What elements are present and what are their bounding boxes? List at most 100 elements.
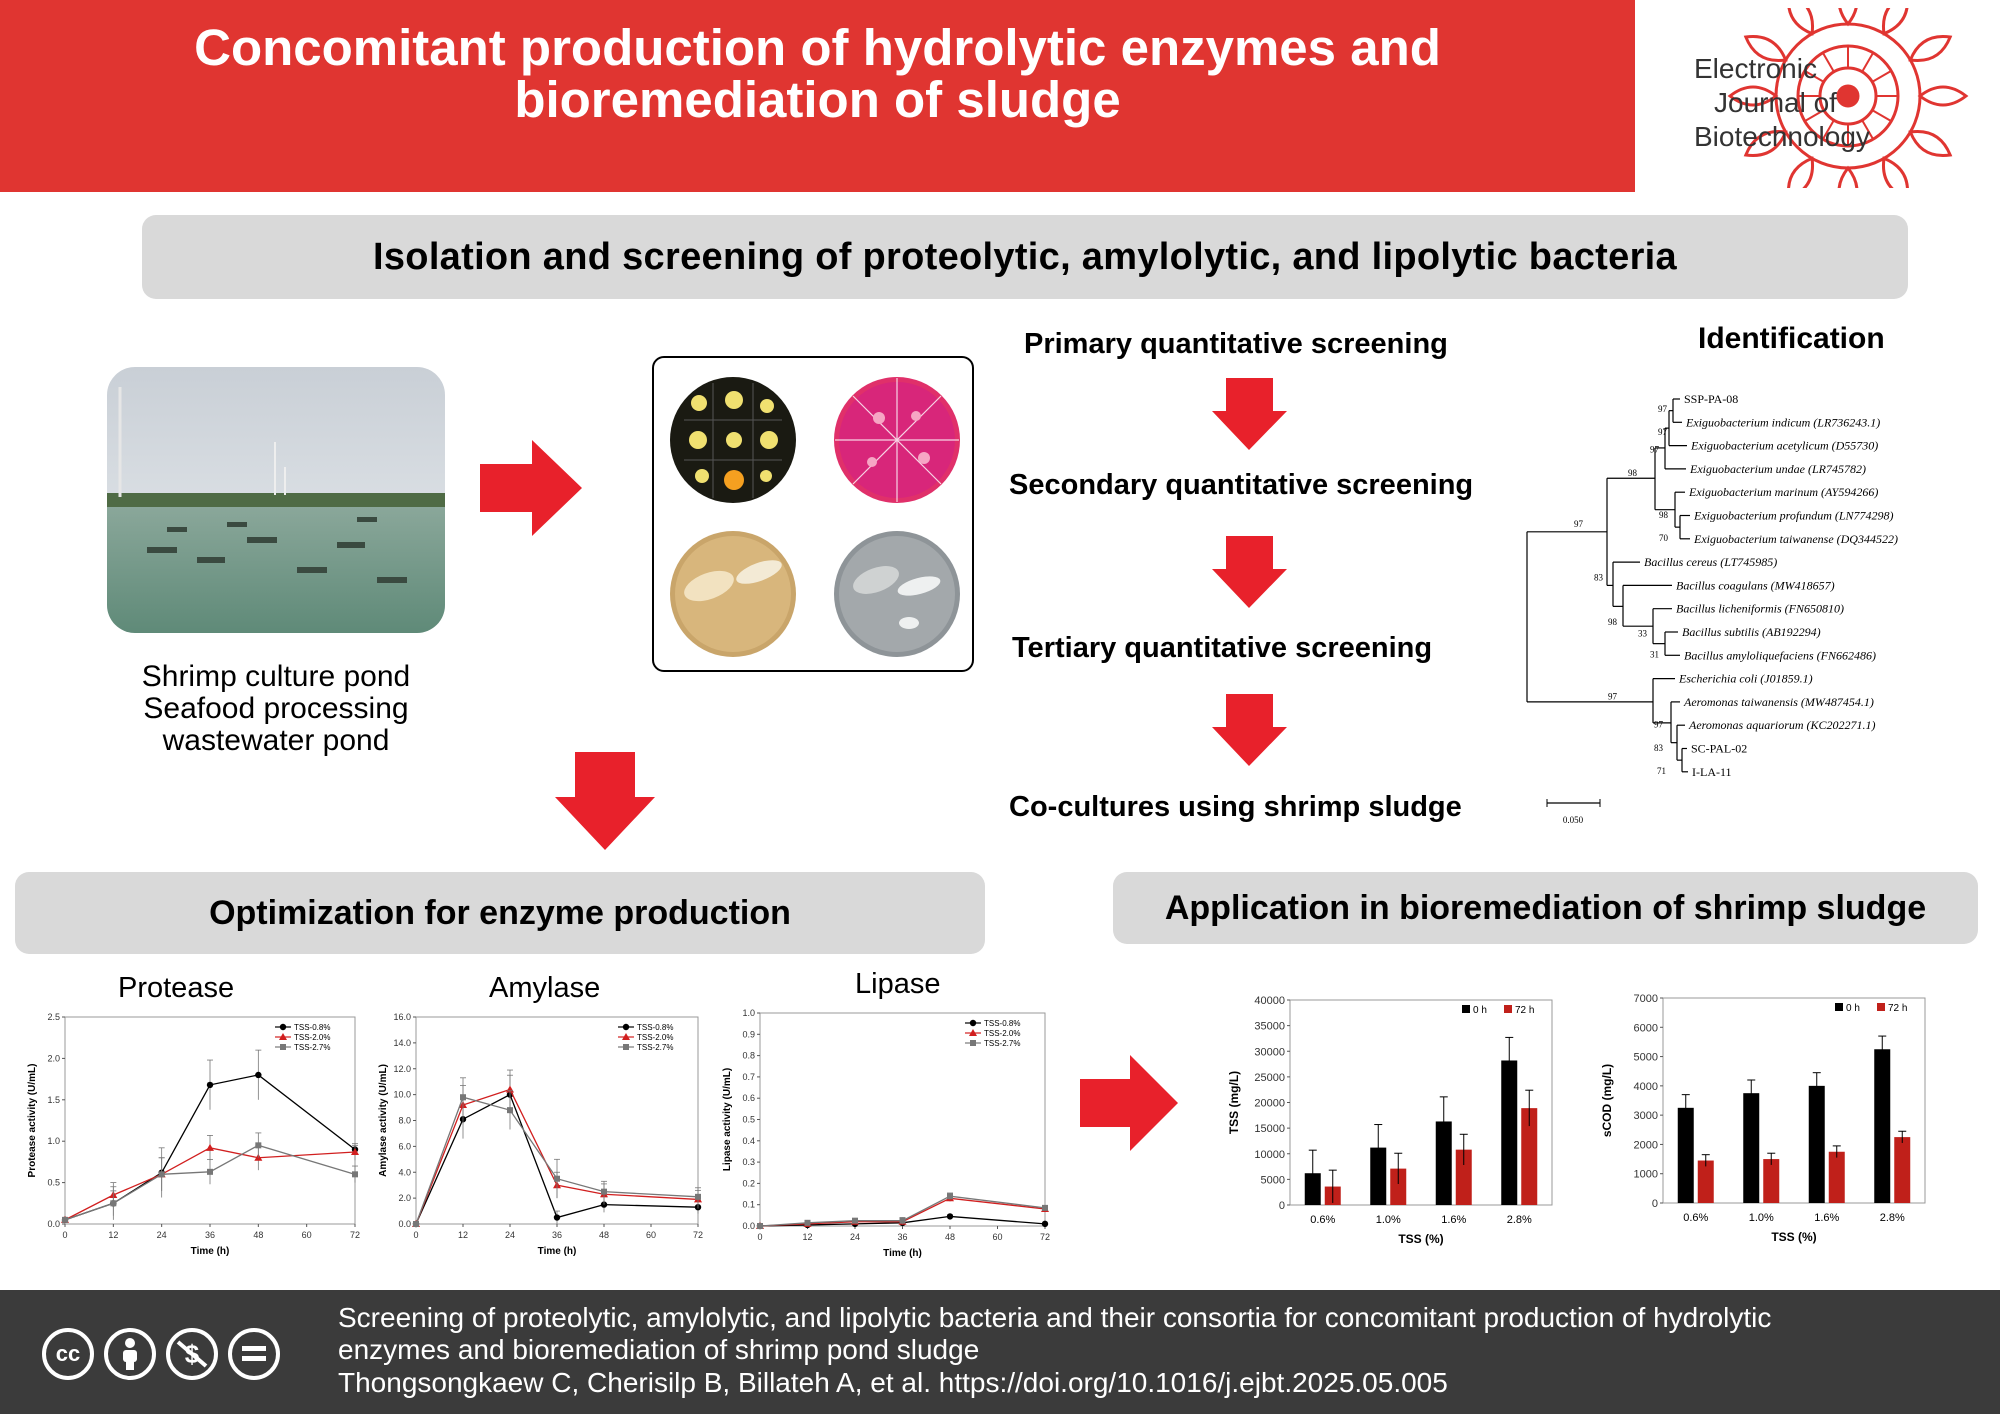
y-tick-label: 20000 bbox=[1254, 1098, 1285, 1110]
y-tick-label: 3000 bbox=[1634, 1110, 1658, 1122]
x-axis-label: Time (h) bbox=[191, 1246, 230, 1257]
arrow-down-icon bbox=[1212, 378, 1287, 450]
chart-title-protease: Protease bbox=[118, 972, 235, 1004]
series-line bbox=[64, 1144, 356, 1221]
plate-amylase-icon bbox=[670, 531, 796, 657]
series-line bbox=[759, 1195, 1046, 1227]
taxon-label: Exiguobacterium undae (LR745782) bbox=[1689, 462, 1866, 476]
y-tick-label: 0.6 bbox=[742, 1093, 755, 1103]
y-tick-label: 0.5 bbox=[742, 1115, 755, 1125]
legend-marker bbox=[622, 1023, 630, 1031]
x-tick-label: 0 bbox=[757, 1232, 762, 1242]
agar-plates-panel bbox=[652, 356, 974, 672]
data-point bbox=[695, 1193, 701, 1200]
series-line bbox=[759, 1215, 1046, 1227]
arrow-right-icon bbox=[480, 440, 582, 536]
x-axis-label: Time (h) bbox=[538, 1246, 577, 1257]
data-point bbox=[1041, 1220, 1049, 1228]
bootstrap-value: 83 bbox=[1594, 573, 1604, 583]
y-tick-label: 0.9 bbox=[742, 1029, 755, 1039]
y-tick-label: 4.0 bbox=[398, 1167, 411, 1177]
series-TSS-0.8% bbox=[412, 1074, 702, 1228]
bar bbox=[1808, 1085, 1825, 1203]
y-tick-label: 2.5 bbox=[47, 1012, 60, 1022]
bootstrap-value: 97 bbox=[1654, 720, 1664, 730]
legend-label: TSS-0.8% bbox=[294, 1023, 330, 1032]
y-tick-label: 5000 bbox=[1261, 1174, 1285, 1186]
x-tick-label: 48 bbox=[253, 1230, 263, 1240]
y-tick-label: 14.0 bbox=[393, 1038, 411, 1048]
y-tick-label: 0 bbox=[1279, 1200, 1285, 1212]
series-TSS-2.0% bbox=[412, 1069, 702, 1227]
x-tick-label: 1.0% bbox=[1376, 1214, 1401, 1226]
bar bbox=[1390, 1168, 1407, 1205]
taxon-label: Bacillus licheniformis (FN650810) bbox=[1676, 602, 1844, 616]
cc-icon: cc bbox=[42, 1328, 94, 1380]
screening-step-3: Tertiary quantitative screening bbox=[1012, 632, 1433, 664]
y-tick-label: 0.8 bbox=[742, 1051, 755, 1061]
y-tick-label: 0.0 bbox=[47, 1219, 60, 1229]
taxon-label: Exiguobacterium marinum (AY594266) bbox=[1688, 485, 1878, 499]
taxon-label: Aeromonas taiwanensis (MW487454.1) bbox=[1683, 695, 1874, 709]
chart-title-amylase: Amylase bbox=[489, 972, 601, 1004]
y-tick-label: 1.0 bbox=[47, 1136, 60, 1146]
bootstrap-value: 31 bbox=[1650, 650, 1659, 660]
y-tick-label: 4000 bbox=[1634, 1081, 1658, 1093]
data-point bbox=[460, 1094, 466, 1101]
x-tick-label: 60 bbox=[302, 1230, 312, 1240]
taxon-label: Aeromonas aquariorum (KC202271.1) bbox=[1688, 718, 1876, 732]
bar bbox=[1874, 1049, 1891, 1203]
data-point bbox=[507, 1107, 513, 1114]
doi-link[interactable]: Thongsongkaew C, Cherisilp B, Billateh A… bbox=[338, 1367, 1448, 1398]
bootstrap-value: 33 bbox=[1638, 629, 1648, 639]
source-line-3: wastewater pond bbox=[162, 724, 390, 757]
y-tick-label: 16.0 bbox=[393, 1012, 411, 1022]
bootstrap-value: 98 bbox=[1628, 468, 1638, 478]
bootstrap-value: 98 bbox=[1608, 617, 1618, 627]
bootstrap-value: 97 bbox=[1658, 404, 1668, 414]
footer-citation-authors: Thongsongkaew C, Cherisilp B, Billateh A… bbox=[338, 1368, 1448, 1398]
y-tick-label: 5000 bbox=[1634, 1052, 1658, 1064]
y-axis-label: sCOD (mg/L) bbox=[1600, 1064, 1614, 1137]
bar bbox=[1370, 1147, 1387, 1205]
bar bbox=[1677, 1107, 1694, 1203]
x-tick-label: 48 bbox=[599, 1230, 609, 1240]
bootstrap-value: 97 bbox=[1608, 692, 1618, 702]
y-tick-label: 40000 bbox=[1254, 995, 1285, 1007]
x-axis-label: Time (h) bbox=[883, 1248, 922, 1259]
x-tick-label: 36 bbox=[897, 1232, 907, 1242]
data-point bbox=[255, 1071, 262, 1079]
bootstrap-value: 83 bbox=[1654, 743, 1664, 753]
bootstrap-value: 70 bbox=[1659, 533, 1669, 543]
taxon-label: Bacillus amyloliquefaciens (FN662486) bbox=[1684, 648, 1876, 662]
x-tick-label: 24 bbox=[505, 1230, 515, 1240]
bootstrap-value: 71 bbox=[1657, 766, 1666, 776]
bar bbox=[1763, 1159, 1780, 1203]
x-tick-label: 0 bbox=[62, 1230, 67, 1240]
legend-swatch bbox=[1877, 1003, 1885, 1011]
legend-label: TSS-2.7% bbox=[637, 1043, 673, 1052]
y-axis-label: Lipase activity (U/mL) bbox=[722, 1068, 733, 1171]
section-optimization-title: Optimization for enzyme production bbox=[209, 893, 791, 932]
y-tick-label: 6000 bbox=[1634, 1022, 1658, 1034]
section-application-title: Application in bioremediation of shrimp … bbox=[1164, 888, 1927, 927]
legend-label: TSS-2.7% bbox=[984, 1039, 1020, 1048]
y-tick-label: 30000 bbox=[1254, 1046, 1285, 1058]
shrimp-pond-photo bbox=[107, 367, 445, 633]
y-tick-label: 12.0 bbox=[393, 1064, 411, 1074]
taxon-label: I-LA-11 bbox=[1692, 765, 1732, 779]
journal-logo: Electronic Journal of Biotechnology bbox=[1648, 0, 1993, 217]
title-line-2: bioremediation of sludge bbox=[514, 71, 1121, 128]
x-axis-label: TSS (%) bbox=[1398, 1232, 1443, 1246]
source-line-1: Shrimp culture pond bbox=[141, 660, 411, 693]
data-point bbox=[207, 1168, 213, 1175]
section-isolation-title: Isolation and screening of proteolytic, … bbox=[373, 235, 1677, 278]
x-tick-label: 1.6% bbox=[1441, 1214, 1466, 1226]
y-tick-label: 0.1 bbox=[742, 1200, 755, 1210]
section-isolation-banner: Isolation and screening of proteolytic, … bbox=[142, 215, 1908, 299]
chart-title-lipase: Lipase bbox=[855, 968, 941, 1000]
x-tick-label: 2.8% bbox=[1507, 1214, 1532, 1226]
x-tick-label: 1.0% bbox=[1749, 1212, 1774, 1224]
y-tick-label: 0.4 bbox=[742, 1136, 755, 1146]
